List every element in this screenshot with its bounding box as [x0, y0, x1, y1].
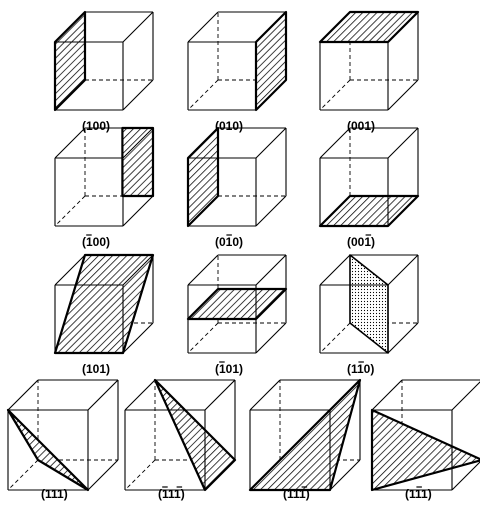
cube-edge [387, 11, 419, 43]
cube-edge [387, 322, 419, 354]
cube-cell: (110) [319, 254, 419, 376]
cube-edge [187, 127, 219, 159]
cube-cell: (101) [53, 253, 155, 376]
cube-edge [319, 254, 351, 286]
cube-edge [122, 254, 154, 286]
cube-edge [54, 127, 86, 159]
cube-edge [122, 322, 154, 354]
cube-edge [204, 379, 236, 411]
miller-index-label: (101) [215, 362, 243, 376]
cube-edge [319, 11, 351, 43]
cube-edge [122, 79, 154, 111]
miller-index-label: (111) [41, 487, 68, 501]
hidden-edge [319, 79, 351, 111]
cube-edge [329, 379, 361, 411]
miller-index-label: (001) [347, 235, 375, 249]
crystal-plane [121, 126, 155, 198]
cube-edge [122, 127, 154, 159]
cube-edge [255, 127, 287, 159]
cube-edge [255, 254, 287, 286]
cube-cell: (010) [186, 126, 287, 249]
cube-cell: (001) [318, 127, 420, 249]
cube-edge [87, 379, 119, 411]
crystal-plane [186, 287, 288, 321]
cube-edge [319, 127, 351, 159]
cube-edge [7, 379, 39, 411]
cube-cell: (010) [187, 10, 288, 133]
crystal-plane [6, 408, 90, 492]
hidden-edge [319, 322, 351, 354]
cube-cell: (111) [6, 379, 119, 501]
hidden-edge [7, 459, 39, 491]
cube-cell: (111) [124, 378, 237, 501]
miller-index-label: (100) [82, 235, 110, 249]
miller-index-label: (001) [347, 119, 375, 133]
cube-edge [371, 379, 403, 411]
cube-edge [54, 11, 86, 43]
cube-edge [255, 79, 287, 111]
cube-edge [187, 11, 219, 43]
miller-index-label: (101) [82, 362, 110, 376]
cube-edge [122, 195, 154, 227]
miller-index-label: (010) [215, 119, 243, 133]
cube-cell: (001) [318, 10, 420, 133]
cube-edge [387, 79, 419, 111]
cube-edge [187, 254, 219, 286]
hidden-edge [54, 195, 86, 227]
cube-edge [451, 461, 480, 491]
miller-index-label: (010) [215, 235, 243, 249]
cube-edge [54, 254, 86, 286]
cube-cell: (101) [186, 254, 288, 376]
cube-cell: (100) [54, 126, 155, 249]
miller-index-label: (111) [405, 487, 432, 501]
hidden-edge [124, 459, 156, 491]
cube-edge [124, 379, 156, 411]
cube-edge [204, 459, 236, 491]
cube-edge [255, 195, 287, 227]
miller-index-label: (111) [158, 487, 185, 501]
cube-edge [122, 11, 154, 43]
hidden-edge [187, 79, 219, 111]
miller-index-label: (110) [347, 362, 374, 376]
miller-index-label: (100) [82, 119, 110, 133]
cube-edge [249, 379, 281, 411]
cube-edge [87, 459, 119, 491]
cube-cell: (100) [53, 10, 154, 133]
cube-edge [255, 11, 287, 43]
cube-cell: (111) [248, 378, 362, 501]
hidden-edge [187, 322, 219, 354]
crystal-plane [153, 378, 237, 492]
cube-cell: (111) [370, 379, 480, 501]
cube-edge [387, 195, 419, 227]
cube-edge [387, 127, 419, 159]
cube-edge [451, 381, 480, 411]
cube-edge [387, 254, 419, 286]
cube-edge [255, 322, 287, 354]
cube-edge [329, 459, 361, 491]
miller-index-label: (111) [283, 487, 310, 501]
crystal-plane [349, 254, 389, 354]
